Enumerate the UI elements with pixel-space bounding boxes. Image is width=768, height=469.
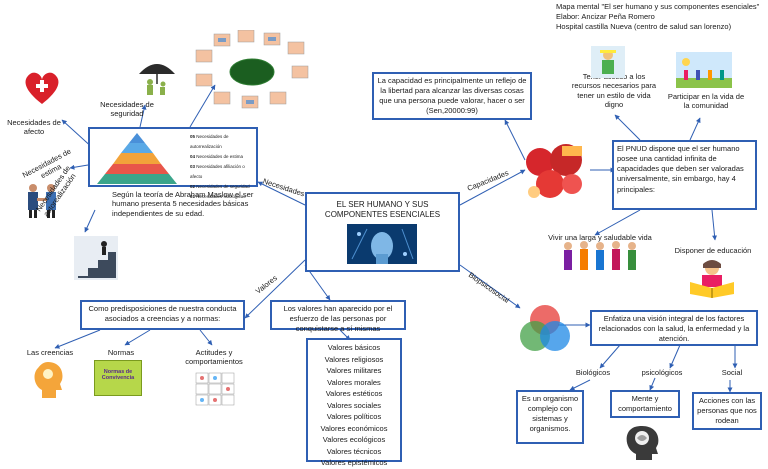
val-normas: Normas xyxy=(107,348,135,357)
value-item: Valores morales xyxy=(327,377,381,387)
organismo-box: Es un organismo complejo con sistemas y … xyxy=(516,390,584,444)
pyramid-legend: 05 Necesidades de autorrealización 04 Ne… xyxy=(190,132,256,202)
heart-icon xyxy=(25,72,59,104)
need-seguridad: Necesidades de seguridad xyxy=(100,100,154,119)
pyramid-level-2: 02 Necesidades de seguridad xyxy=(190,184,250,189)
pyramid-level-5: 05 Necesidades de autorrealización xyxy=(190,134,229,149)
umbrella-family-icon xyxy=(139,64,175,95)
elderly-people-icon xyxy=(564,241,636,270)
cap-comunidad: Participar en la vida de la comunidad xyxy=(667,92,745,111)
maslow-pyramid-box: 05 Necesidades de autorrealización 04 Ne… xyxy=(88,127,258,199)
venn-diagram-icon xyxy=(520,305,570,351)
cap-larga-vida: Vivir una larga y saludable vida xyxy=(548,233,652,242)
human-head-image xyxy=(347,224,417,264)
val-actitudes: Actitudes y comportamientos xyxy=(185,348,243,367)
stairs-success-icon xyxy=(74,236,118,280)
value-item: Valores técnicos xyxy=(326,446,382,456)
maslow-pyramid-icon xyxy=(97,133,177,184)
enfatiza-box: Enfatiza una visión integral de los fact… xyxy=(590,310,758,346)
bio-social: Social xyxy=(721,368,743,377)
header-title: Mapa mental "El ser humano y sus compone… xyxy=(556,2,760,11)
pyramid-level-4: 04 Necesidades de estima xyxy=(190,154,244,159)
bio-biologicos: Biológicos xyxy=(575,368,611,377)
values-list-box: Valores básicos Valores religiosos Valor… xyxy=(306,338,402,467)
value-item: Valores estéticos xyxy=(325,389,383,398)
beliefs-head-icon xyxy=(34,362,63,398)
normas-sign: Normas de Convivencia xyxy=(94,360,142,396)
acciones-box: Acciones con las personas que nos rodean xyxy=(692,392,762,430)
cap-educacion: Disponer de educación xyxy=(674,246,752,255)
need-afecto: Necesidades de afecto xyxy=(7,118,61,137)
capacities-collage-image xyxy=(526,144,582,198)
education-icon xyxy=(690,260,734,298)
sen-quote-box: La capacidad es principalmente un reflej… xyxy=(372,72,532,120)
value-item: Valores militares xyxy=(326,366,382,375)
pyramid-level-1: 01 Necesidades fisiológicas xyxy=(190,194,246,199)
central-title: EL SER HUMANO Y SUS COMPONENTES ESENCIAL… xyxy=(324,200,441,219)
community-icon xyxy=(676,52,732,88)
value-item: Valores sociales xyxy=(326,400,382,410)
maslow-text: Según la teoría de Abraham Maslow el ser… xyxy=(112,190,254,218)
value-item: Valores epistémicos xyxy=(320,458,388,467)
value-item: Valores ecológicos xyxy=(322,435,386,444)
header-block: Mapa mental "El ser humano y sus compone… xyxy=(556,2,759,32)
esfuerzo-box: Los valores han aparecido por el esfuerz… xyxy=(270,300,406,333)
val-creencias: Las creencias xyxy=(26,348,74,357)
value-item: Valores políticos xyxy=(326,412,382,421)
header-place: Hospital castilla Nueva (centro de salud… xyxy=(556,22,732,32)
worker-icon xyxy=(591,46,625,78)
pyramid-level-3: 03 Necesidades afiliación o afecto xyxy=(190,164,245,179)
value-item: Valores básicos xyxy=(327,343,381,352)
central-node: EL SER HUMANO Y SUS COMPONENTES ESENCIAL… xyxy=(305,192,460,272)
predisposiciones-box: Como predisposiciones de nuestra conduct… xyxy=(80,300,245,330)
needs-collage-image xyxy=(195,30,309,109)
mente-box: Mente y comportamiento xyxy=(610,390,680,418)
behaviors-grid-icon xyxy=(195,372,235,406)
pnud-box: El PNUD dispone que el ser humano posee … xyxy=(612,140,757,210)
header-author: Elabor: Ancizar Peña Romero xyxy=(556,12,655,22)
bio-psicologicos: psicológicos xyxy=(641,368,683,377)
brain-head-icon xyxy=(626,426,659,460)
value-item: Valores económicos xyxy=(320,423,388,433)
handshake-people-icon xyxy=(28,184,56,218)
value-item: Valores religiosos xyxy=(324,354,384,364)
